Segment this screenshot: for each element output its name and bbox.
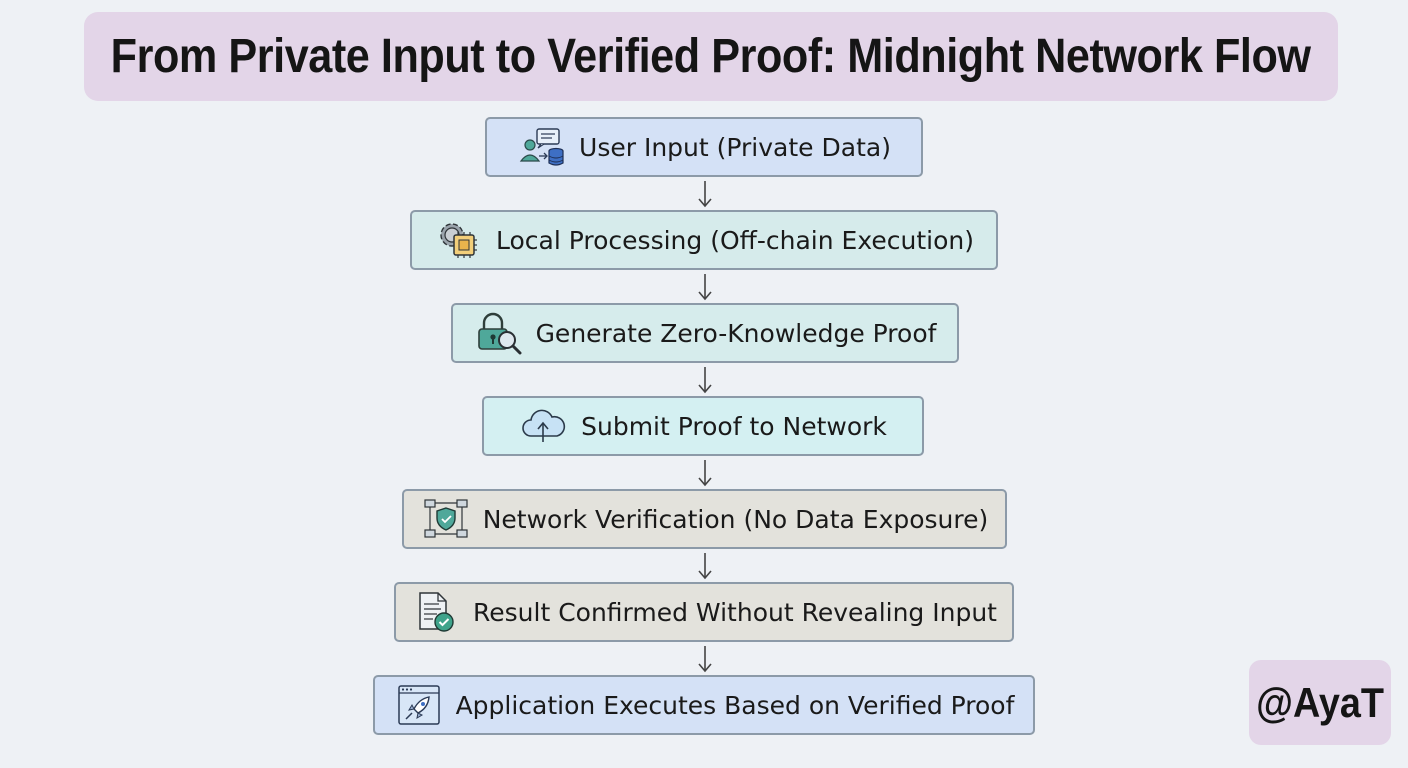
document-check-icon	[411, 590, 461, 634]
user-database-icon	[517, 125, 567, 169]
step-user-input: User Input (Private Data)	[485, 117, 923, 177]
step-label: Generate Zero-Knowledge Proof	[535, 318, 937, 348]
cloud-upload-icon	[519, 404, 569, 448]
title-banner: From Private Input to Verified Proof: Mi…	[84, 12, 1338, 101]
flow-arrow	[695, 179, 715, 209]
step-label: Result Confirmed Without Revealing Input	[473, 597, 997, 627]
step-label: Application Executes Based on Verified P…	[455, 690, 1015, 720]
watermark-text: @AyaT	[1256, 678, 1384, 726]
app-rocket-icon	[394, 683, 444, 727]
step-submit-proof: Submit Proof to Network	[482, 396, 924, 456]
flow-arrow	[695, 458, 715, 488]
step-local-processing: Local Processing (Off-chain Execution)	[410, 210, 998, 270]
flow-arrow	[695, 365, 715, 395]
page-title: From Private Input to Verified Proof: Mi…	[111, 30, 1311, 83]
lock-magnifier-icon	[474, 311, 524, 355]
step-result-confirmed: Result Confirmed Without Revealing Input	[394, 582, 1014, 642]
step-label: User Input (Private Data)	[579, 132, 891, 162]
gear-chip-icon	[434, 218, 484, 262]
flow-arrow	[695, 551, 715, 581]
step-network-verification: Network Verification (No Data Exposure)	[402, 489, 1007, 549]
network-shield-icon	[421, 497, 471, 541]
step-label: Submit Proof to Network	[581, 411, 887, 441]
step-label: Local Processing (Off-chain Execution)	[496, 225, 974, 255]
author-watermark: @AyaT	[1249, 660, 1391, 745]
step-generate-proof: Generate Zero-Knowledge Proof	[451, 303, 959, 363]
flow-arrow	[695, 272, 715, 302]
step-application-executes: Application Executes Based on Verified P…	[373, 675, 1035, 735]
flow-arrow	[695, 644, 715, 674]
step-label: Network Verification (No Data Exposure)	[482, 504, 989, 534]
